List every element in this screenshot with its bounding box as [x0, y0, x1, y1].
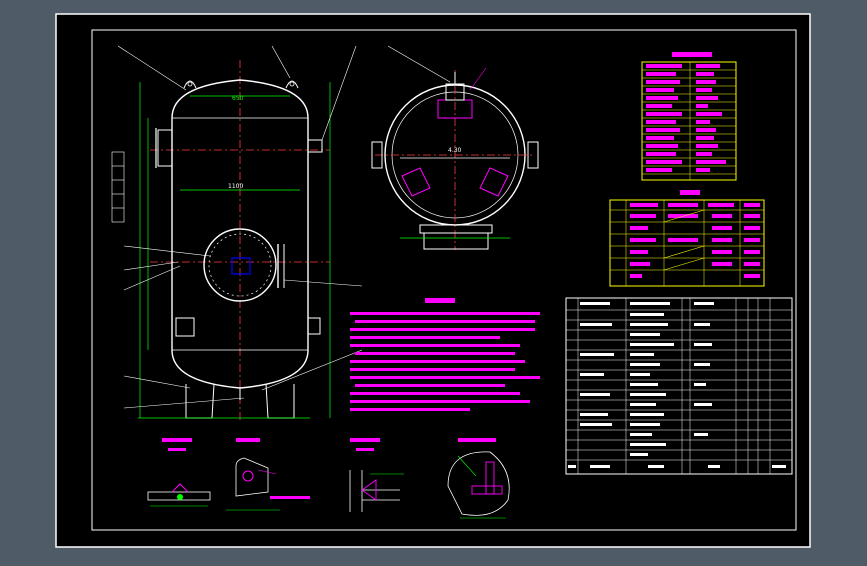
dim-shell-width-label: 1100	[228, 183, 243, 190]
outer-frame	[55, 13, 811, 548]
lifting-lug-left	[183, 80, 197, 89]
lifting-lug-right	[285, 80, 299, 89]
left-nozzle	[157, 129, 173, 167]
inner-frame	[91, 29, 797, 531]
tech-characteristics-table[interactable]	[641, 52, 737, 181]
nozzle-table[interactable]	[609, 190, 765, 287]
detail-lug[interactable]	[226, 438, 310, 511]
parts-list-table[interactable]	[565, 297, 793, 475]
right-nozzle	[307, 139, 323, 153]
manhole	[203, 228, 277, 302]
dim-top-label: 650	[232, 95, 244, 102]
detail-weld-b[interactable]	[349, 438, 404, 512]
technical-requirements-notes	[350, 298, 540, 411]
dim-section-label: 4.30	[448, 147, 462, 154]
side-section-view[interactable]: 4.30	[371, 45, 539, 250]
main-elevation-view[interactable]: 650 1100	[111, 45, 363, 420]
drawing-sheet	[56, 14, 810, 547]
manhole-cover-blue	[231, 257, 251, 275]
detail-weld-a[interactable]	[147, 438, 211, 507]
detail-manhole-flange[interactable]	[447, 438, 510, 519]
